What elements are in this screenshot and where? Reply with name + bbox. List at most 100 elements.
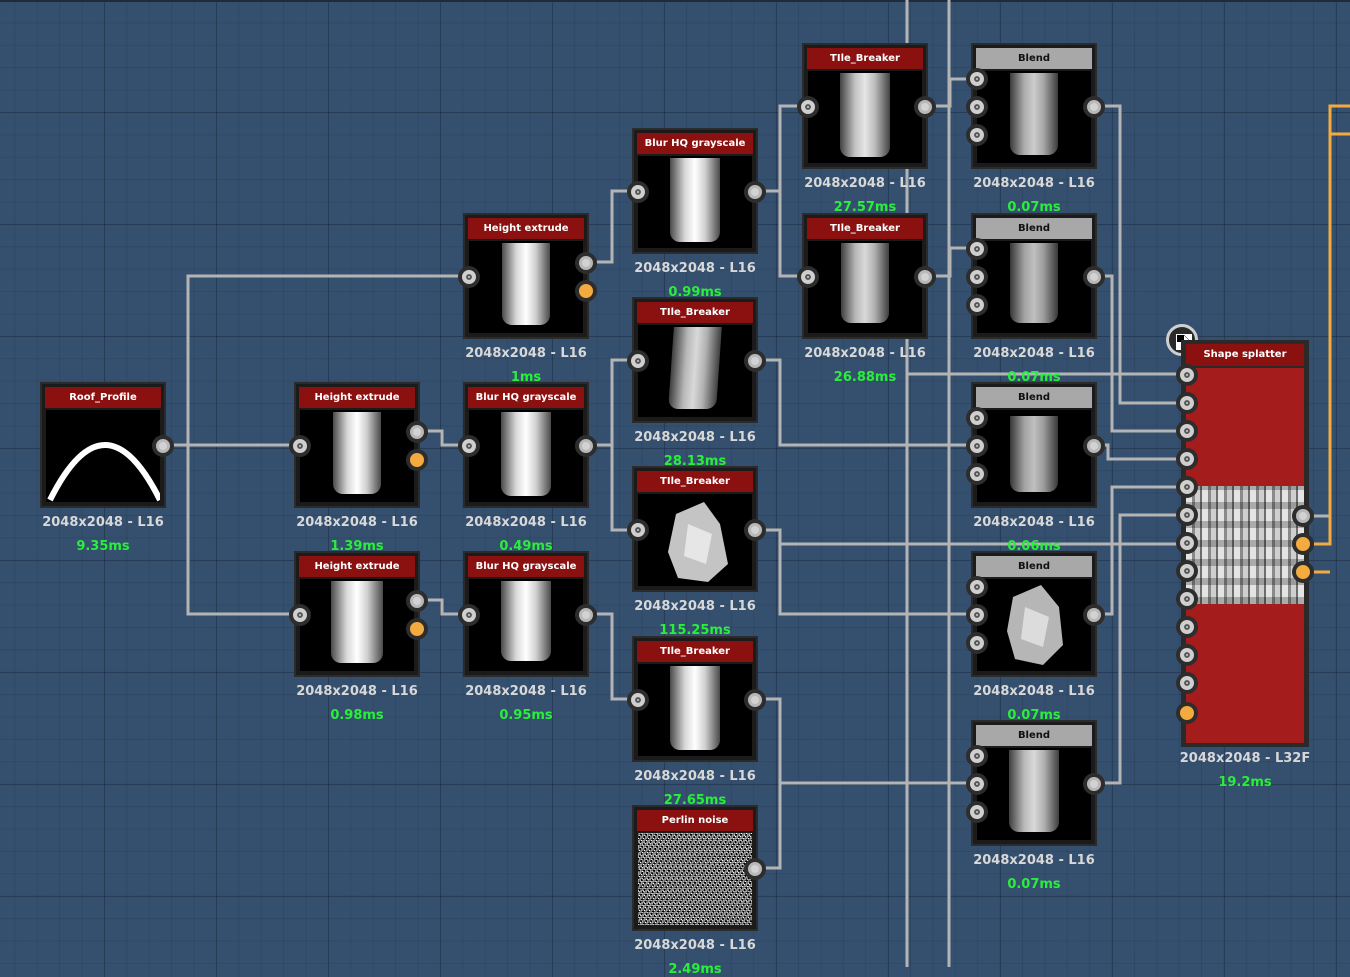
input-port[interactable] <box>797 266 819 288</box>
node-blur-hq-2[interactable]: Blur HQ grayscale 2048x2048 - L16 0.49ms <box>458 382 597 554</box>
node-resolution: 2048x2048 - L16 <box>634 261 756 276</box>
node-preview <box>300 579 414 671</box>
input-port-8[interactable] <box>1176 560 1198 582</box>
node-resolution: 2048x2048 - L32F <box>1179 751 1311 766</box>
input-port[interactable] <box>627 519 649 541</box>
input-port[interactable] <box>458 435 480 457</box>
output-port-alt-2[interactable] <box>1292 561 1314 583</box>
input-port-5[interactable] <box>1176 476 1198 498</box>
output-port-alt-1[interactable] <box>1292 533 1314 555</box>
input-port[interactable] <box>458 604 480 626</box>
output-port-alt[interactable] <box>406 449 428 471</box>
node-time: 0.07ms <box>1007 708 1061 723</box>
output-port[interactable] <box>744 689 766 711</box>
node-height-extrude-2[interactable]: Height extrude 2048x2048 - L16 1.39ms <box>289 382 428 554</box>
node-title: TIle_Breaker <box>637 302 753 323</box>
input-port-foreground[interactable] <box>966 576 988 598</box>
node-resolution: 2048x2048 - L16 <box>465 684 587 699</box>
output-port[interactable] <box>744 350 766 372</box>
node-tile-breaker-5[interactable]: TIle_Breaker 2048x2048 - L16 26.88ms <box>797 213 936 385</box>
input-port-4[interactable] <box>1176 448 1198 470</box>
node-perlin-noise[interactable]: Perlin noise 2048x2048 - L16 2.49ms <box>632 805 766 977</box>
input-port[interactable] <box>627 181 649 203</box>
output-port[interactable] <box>152 435 174 457</box>
output-port[interactable] <box>1083 773 1105 795</box>
input-port-mask[interactable] <box>966 632 988 654</box>
input-port-13[interactable] <box>1176 702 1198 724</box>
output-port[interactable] <box>744 519 766 541</box>
input-port-background[interactable] <box>966 604 988 626</box>
output-port[interactable] <box>406 421 428 443</box>
node-preview <box>638 156 752 248</box>
input-port-12[interactable] <box>1176 672 1198 694</box>
node-blur-hq-3[interactable]: Blur HQ grayscale 2048x2048 - L16 0.95ms <box>458 551 597 723</box>
input-port-foreground[interactable] <box>966 68 988 90</box>
node-blend-5[interactable]: Blend 2048x2048 - L16 0.07ms <box>966 720 1105 892</box>
output-port[interactable] <box>914 266 936 288</box>
input-port[interactable] <box>627 350 649 372</box>
output-port[interactable] <box>744 858 766 880</box>
output-port[interactable] <box>575 604 597 626</box>
node-time: 19.2ms <box>1218 775 1272 790</box>
input-port-foreground[interactable] <box>966 238 988 260</box>
node-blend-3[interactable]: Blend 2048x2048 - L16 0.06ms <box>966 382 1105 554</box>
input-port-3[interactable] <box>1176 420 1198 442</box>
input-port-6[interactable] <box>1176 504 1198 526</box>
node-tile-breaker-1[interactable]: TIle_Breaker 2048x2048 - L16 28.13ms <box>627 297 766 469</box>
node-preview <box>638 494 752 586</box>
node-preview <box>808 71 922 163</box>
input-port[interactable] <box>458 266 480 288</box>
output-port-alt[interactable] <box>406 618 428 640</box>
input-port-1[interactable] <box>1176 364 1198 386</box>
node-time: 0.07ms <box>1007 877 1061 892</box>
output-port[interactable] <box>914 96 936 118</box>
node-preview <box>469 579 583 671</box>
node-tile-breaker-3[interactable]: TIle_Breaker 2048x2048 - L16 27.65ms <box>627 636 766 808</box>
input-port-background[interactable] <box>966 435 988 457</box>
input-port-7[interactable] <box>1176 532 1198 554</box>
node-tile-breaker-4[interactable]: TIle_Breaker 2048x2048 - L16 27.57ms <box>797 43 936 215</box>
input-port[interactable] <box>797 96 819 118</box>
input-port-foreground[interactable] <box>966 745 988 767</box>
node-tile-breaker-2[interactable]: TIle_Breaker 2048x2048 - L16 115.25ms <box>627 466 766 638</box>
output-port[interactable] <box>1083 266 1105 288</box>
input-port[interactable] <box>289 435 311 457</box>
output-port[interactable] <box>575 435 597 457</box>
input-port-9[interactable] <box>1176 588 1198 610</box>
output-port[interactable] <box>744 181 766 203</box>
input-port[interactable] <box>289 604 311 626</box>
output-port[interactable] <box>1083 96 1105 118</box>
node-shape-splatter[interactable]: Shape splatter 2048x2048 - L32F 19.2ms <box>1176 340 1314 790</box>
input-port-11[interactable] <box>1176 644 1198 666</box>
output-port[interactable] <box>1292 505 1314 527</box>
node-roof-profile[interactable]: Roof_Profile 2048x2048 - L16 9.35ms <box>40 382 174 554</box>
output-port[interactable] <box>1083 435 1105 457</box>
node-height-extrude-1[interactable]: Height extrude 2048x2048 - L16 1ms <box>458 213 597 385</box>
output-port[interactable] <box>406 590 428 612</box>
input-port[interactable] <box>627 689 649 711</box>
input-port-mask[interactable] <box>966 801 988 823</box>
input-port-mask[interactable] <box>966 294 988 316</box>
input-port-background[interactable] <box>966 773 988 795</box>
node-preview <box>977 410 1091 502</box>
input-port-background[interactable] <box>966 96 988 118</box>
node-title: TIle_Breaker <box>637 471 753 492</box>
input-port-2[interactable] <box>1176 392 1198 414</box>
node-blur-hq-1[interactable]: Blur HQ grayscale 2048x2048 - L16 0.99ms <box>627 128 766 300</box>
node-blend-4[interactable]: Blend 2048x2048 - L16 0.07ms <box>966 551 1105 723</box>
output-port[interactable] <box>1083 604 1105 626</box>
output-port-alt[interactable] <box>575 280 597 302</box>
node-height-extrude-3[interactable]: Height extrude 2048x2048 - L16 0.98ms <box>289 551 428 723</box>
node-blend-2[interactable]: Blend 2048x2048 - L16 0.07ms <box>966 213 1105 385</box>
input-port-mask[interactable] <box>966 124 988 146</box>
input-port-background[interactable] <box>966 266 988 288</box>
node-blend-1[interactable]: Blend 2048x2048 - L16 0.07ms <box>966 43 1105 215</box>
input-port-mask[interactable] <box>966 463 988 485</box>
node-time: 0.95ms <box>499 708 553 723</box>
node-resolution: 2048x2048 - L16 <box>973 853 1095 868</box>
input-port-foreground[interactable] <box>966 407 988 429</box>
input-port-10[interactable] <box>1176 616 1198 638</box>
node-time: 28.13ms <box>663 454 727 469</box>
output-port[interactable] <box>575 252 597 274</box>
node-title: Height extrude <box>468 218 584 239</box>
